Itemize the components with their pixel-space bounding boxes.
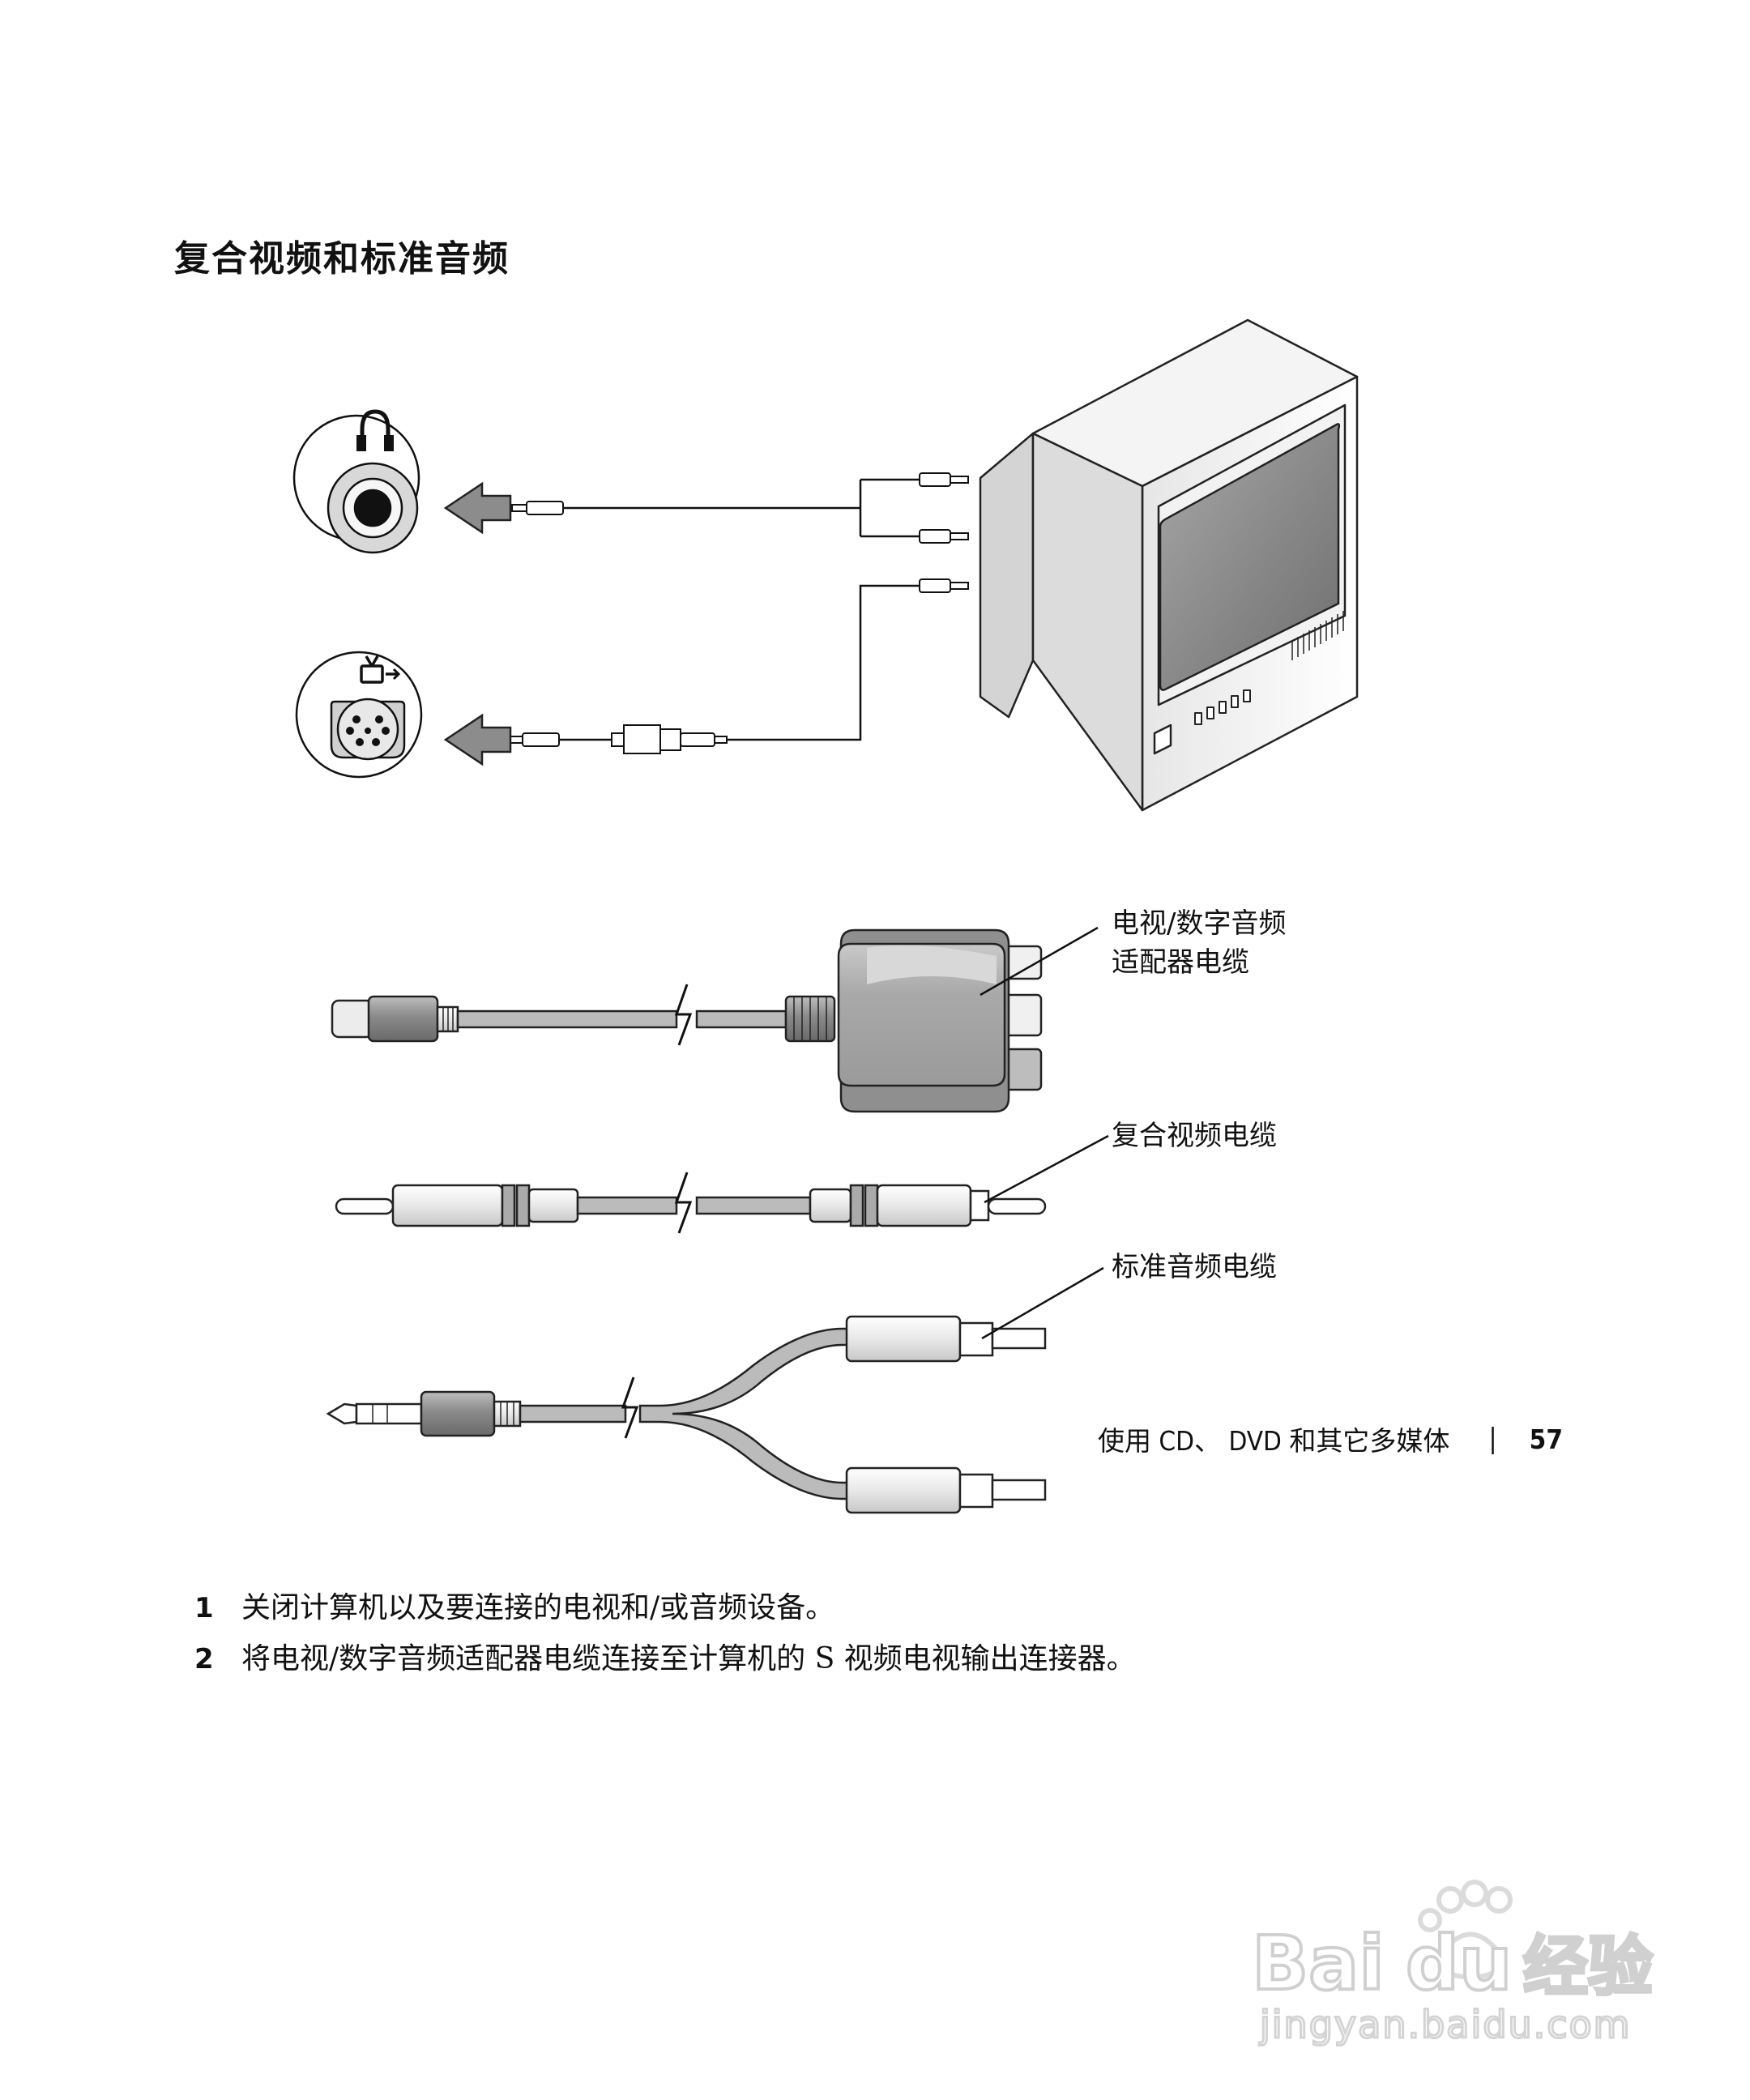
step-number: 2 [194,1643,214,1675]
callout-adapter-line1: 电视/数字音频 [1112,907,1287,940]
step-item: 2 将电视/数字音频适配器电缆连接至计算机的 S 视频电视输出连接器。 [194,1635,1136,1677]
tv-illustration [979,318,1359,812]
callout-lines [980,926,1109,1340]
page-footer: 使用 CD、 DVD 和其它多媒体 | 57 [1098,1419,1563,1458]
footer-separator: | [1488,1423,1497,1455]
svg-text:经验: 经验 [1523,1929,1653,2004]
insert-arrows [443,481,512,766]
callout-composite-cable: 复合视频电缆 [1112,1120,1277,1152]
s-video-adapter-cable [331,928,1043,1113]
callout-audio-cable: 标准音频电缆 [1112,1251,1277,1283]
wire-plugs [510,472,969,754]
composite-video-cable [335,1172,1047,1234]
page-number: 57 [1529,1423,1563,1455]
headphone-port [292,414,420,554]
step-text: 将电视/数字音频适配器电缆连接至计算机的 S 视频电视输出连接器。 [241,1642,1136,1675]
svg-text:jingyan.baidu.com: jingyan.baidu.com [1259,2003,1632,2047]
tv-out-icon [360,655,401,684]
callout-adapter-cable: 电视/数字音频 适配器电缆 [1112,904,1286,982]
step-item: 1 关闭计算机以及要连接的电视和/或音频设备。 [194,1584,834,1626]
connection-wires [559,478,920,741]
callout-adapter-line2: 适配器电缆 [1112,946,1249,979]
svg-text:du: du [1406,1920,1512,2007]
s-video-port [295,651,423,779]
step-text: 关闭计算机以及要连接的电视和/或音频设备。 [241,1591,835,1624]
standard-audio-cable [326,1315,1047,1514]
baidu-watermark-logo: Bai du 经验 jingyan.baidu.com [1250,1880,1654,2048]
watermark-brand-text: Bai [1252,1920,1385,2007]
footer-section-title: 使用 CD、 DVD 和其它多媒体 [1098,1425,1450,1457]
section-heading: 复合视频和标准音频 [174,238,510,280]
step-number: 1 [194,1592,214,1624]
headphone-icon [356,409,394,451]
